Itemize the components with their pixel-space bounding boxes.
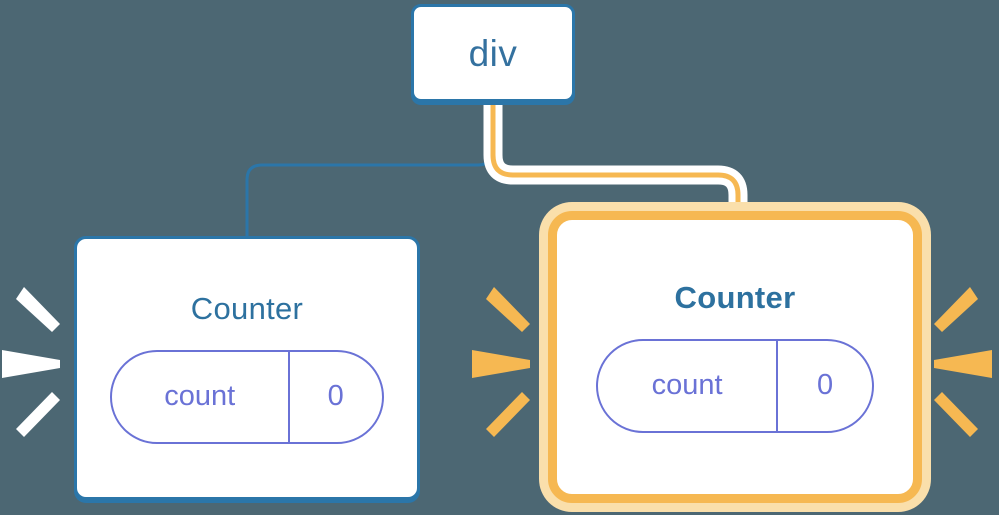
card-counter-right[interactable]: Counter count 0 [548, 211, 922, 503]
spark-icon [2, 350, 60, 378]
spark-burst-right-inner [930, 272, 992, 452]
connector-to-left [245, 102, 495, 238]
spark-icon-group-white-left [2, 287, 60, 437]
spark-icon [486, 287, 530, 332]
state-pill-right: count 0 [596, 338, 874, 433]
card-counter-left[interactable]: Counter count 0 [74, 236, 420, 500]
spark-icon [16, 287, 60, 332]
node-div-label: div [468, 32, 518, 74]
card-counter-right-title: Counter [674, 279, 796, 315]
card-counter-right-content: Counter count 0 [557, 220, 913, 494]
spark-icon [486, 392, 530, 437]
spark-burst-left-inner [472, 272, 534, 452]
spark-icon-group-amber-left [472, 287, 530, 437]
state-pill-left: count 0 [110, 349, 384, 444]
card-counter-left-content: Counter count 0 [77, 239, 417, 497]
connector-to-right [490, 102, 741, 224]
spark-icon [934, 392, 978, 437]
spark-icon [934, 350, 992, 378]
state-pill-left-key: count [112, 351, 290, 442]
connector-to-right-halo [483, 102, 748, 224]
state-pill-left-value: 0 [327, 380, 344, 412]
card-counter-left-title: Counter [190, 290, 304, 326]
spark-icon [472, 350, 530, 378]
state-pill-right-key: count [598, 340, 779, 431]
node-div[interactable]: div [411, 4, 575, 102]
spark-icon-group-amber-right [934, 287, 992, 437]
spark-burst-left-outer [2, 272, 64, 452]
state-pill-right-value: 0 [816, 369, 834, 401]
spark-icon [934, 287, 978, 332]
spark-icon [16, 392, 60, 437]
